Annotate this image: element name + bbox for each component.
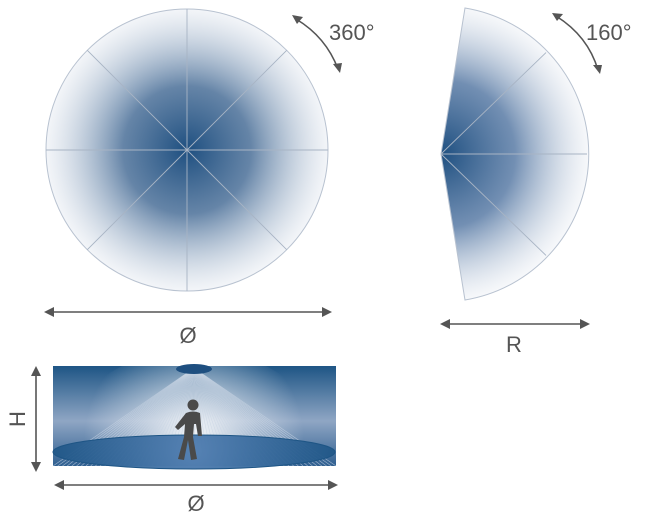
radius-arrow (440, 319, 590, 329)
rotation-360-label: 360° (329, 20, 375, 45)
angle-160-arrow (552, 13, 602, 74)
circle-sector-lines (46, 9, 328, 291)
fan-sector-line (440, 52, 547, 155)
fan-sector-line (440, 153, 547, 256)
diameter-arrow-top (44, 307, 332, 317)
circle-sector-line (86, 49, 188, 151)
radius-label: R (506, 332, 522, 357)
rotation-360-arrow (292, 15, 342, 73)
height-arrow (31, 366, 41, 472)
diameter-label-bottom: Ø (187, 491, 204, 514)
circle-sector-line (186, 149, 288, 251)
diameter-arrow-bottom (54, 480, 338, 490)
height-label: H (5, 411, 30, 427)
circle-sector-line (86, 149, 188, 251)
fan-sector-lines (440, 52, 587, 256)
top-view-circle (45, 8, 329, 292)
elevation-cylinder (52, 364, 336, 470)
circle-sector-line (186, 49, 288, 151)
side-view-fan (440, 7, 590, 301)
person-icon (175, 399, 202, 460)
angle-160-label: 160° (586, 20, 632, 45)
diameter-label-top: Ø (179, 323, 196, 348)
